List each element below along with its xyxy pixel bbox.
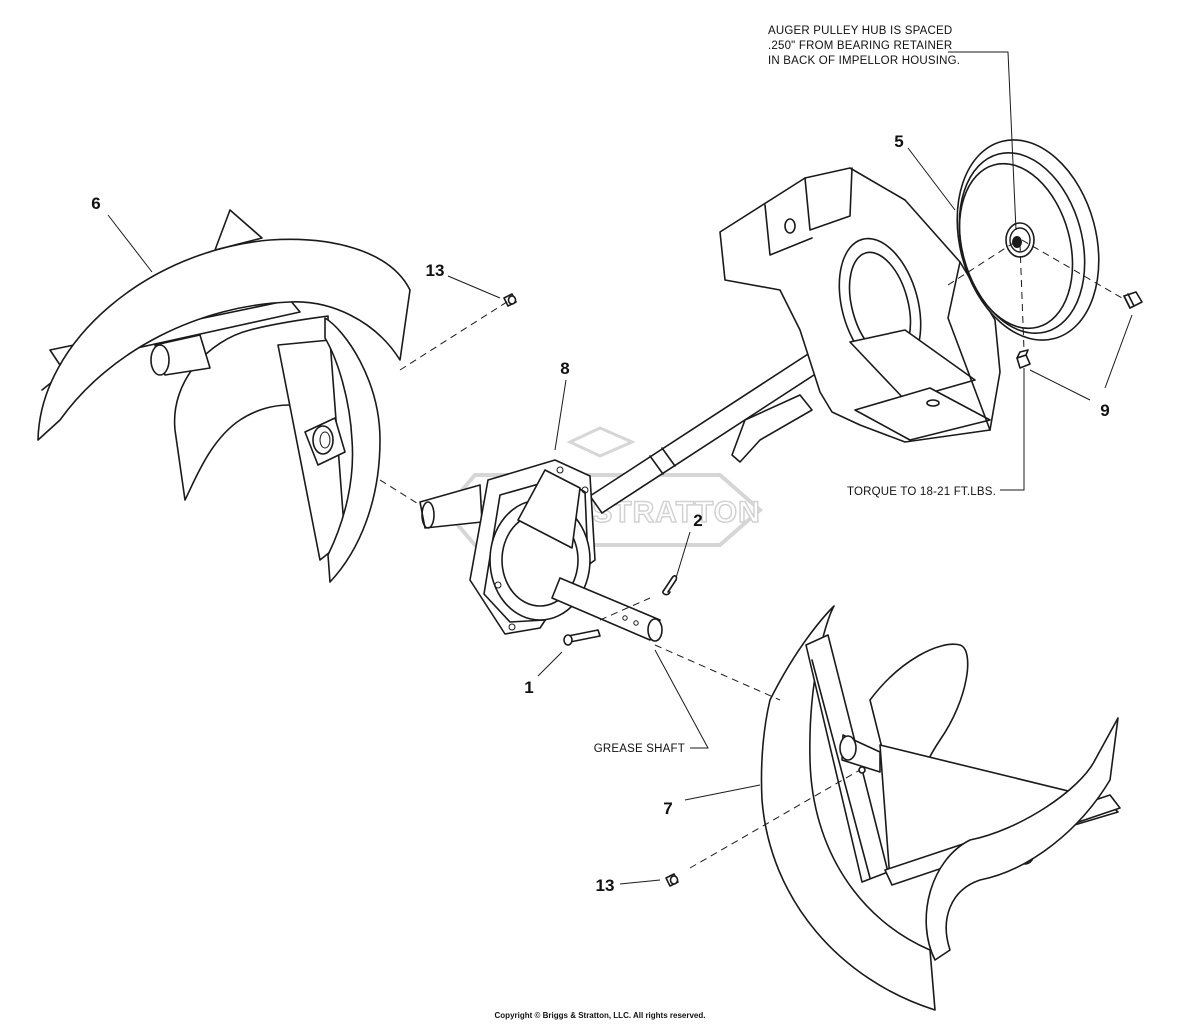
pulley-note-line-3: IN BACK OF IMPELLOR HOUSING.	[768, 55, 960, 67]
right-auger	[760, 605, 1121, 1011]
annotation-notes: AUGER PULLEY HUB IS SPACED .250" FROM BE…	[594, 25, 996, 755]
copyright-notice: Copyright © Briggs & Stratton, LLC. All …	[494, 1011, 706, 1020]
set-screw-upper	[1123, 291, 1143, 309]
callout-part-5: 5	[894, 132, 903, 151]
torque-note: TORQUE TO 18-21 FT.LBS.	[847, 486, 996, 498]
callout-part-2: 2	[693, 511, 702, 530]
callout-part-9: 9	[1100, 401, 1109, 420]
left-auger	[37, 209, 411, 583]
callout-part-8: 8	[560, 359, 569, 378]
pulley-note-line-1: AUGER PULLEY HUB IS SPACED	[768, 25, 952, 37]
callout-part-13-upper: 13	[426, 261, 445, 280]
gear-case	[419, 459, 663, 642]
callout-labels: 6 13 8 5 9 2 1 7 13	[91, 132, 1109, 895]
leader-lines	[107, 51, 1133, 885]
auger-pulley	[956, 139, 1100, 341]
callout-part-7: 7	[663, 799, 672, 818]
callout-part-1: 1	[524, 678, 533, 697]
callout-part-6: 6	[91, 194, 100, 213]
set-screw-lower	[1016, 349, 1031, 369]
impeller-housing	[719, 167, 1001, 463]
callout-part-13-lower: 13	[596, 876, 615, 895]
pulley-note-line-2: .250" FROM BEARING RETAINER	[768, 40, 952, 52]
grease-shaft-note: GREASE SHAFT	[594, 743, 685, 755]
bolt	[563, 629, 601, 646]
grease-fitting-lower	[665, 873, 679, 887]
shear-pin	[662, 575, 678, 596]
grease-fitting-upper	[503, 293, 517, 307]
